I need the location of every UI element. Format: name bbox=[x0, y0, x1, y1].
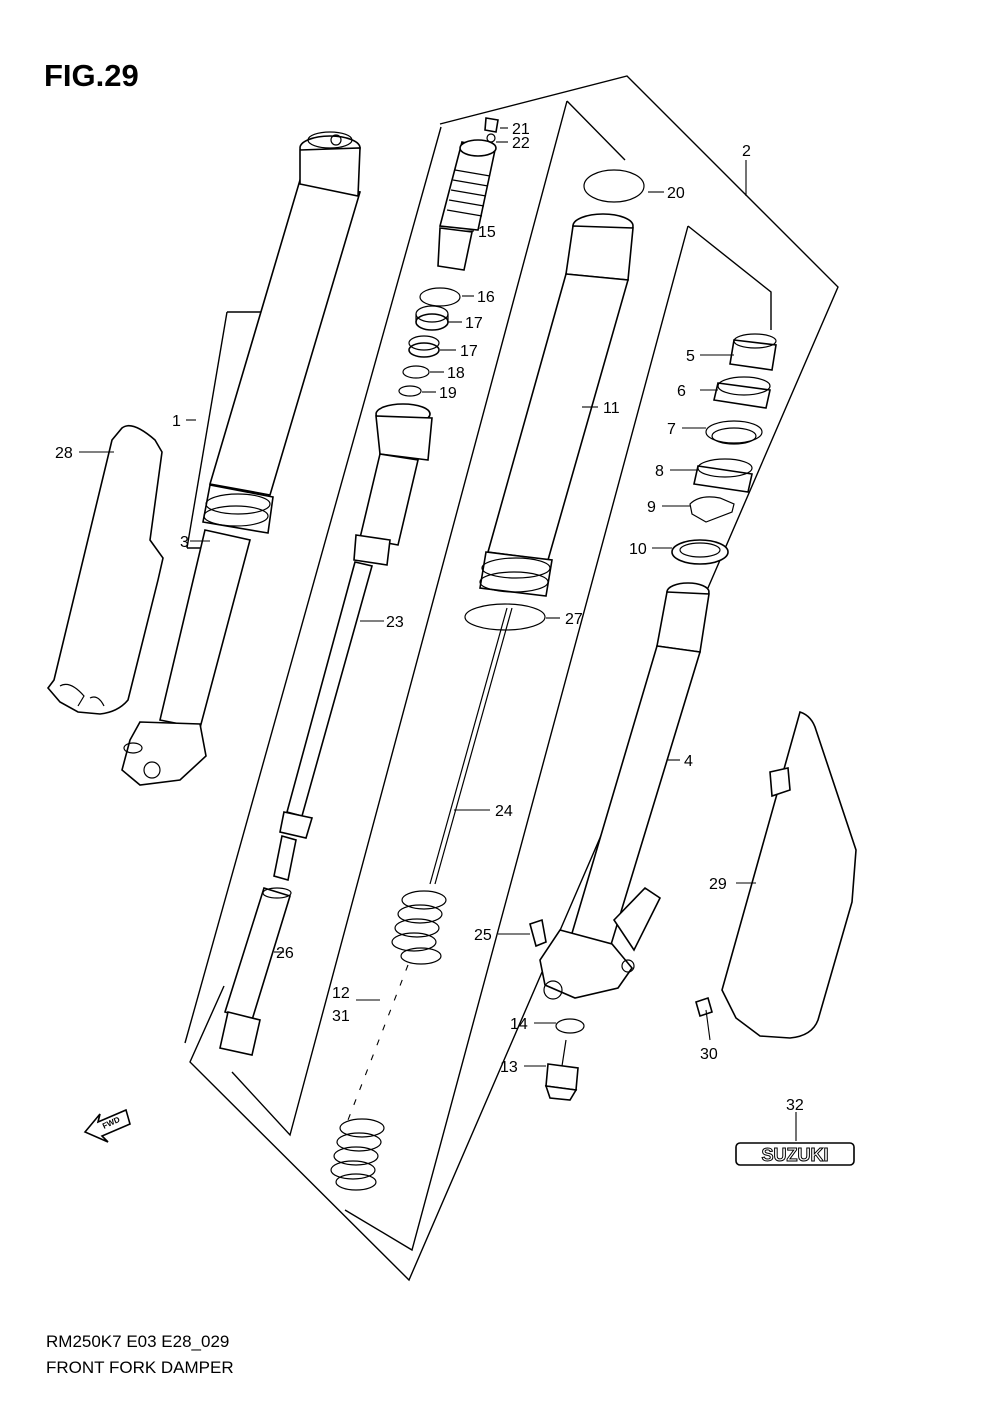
callout-16: 16 bbox=[477, 289, 495, 306]
cartridge-valve-assembly bbox=[437, 117, 499, 271]
callout-3: 3 bbox=[180, 534, 189, 551]
diagram-name: FRONT FORK DAMPER bbox=[46, 1358, 234, 1377]
callout-15: 15 bbox=[478, 224, 496, 241]
o-ring-14 bbox=[555, 1018, 585, 1034]
callout-9: 9 bbox=[647, 499, 656, 516]
callout-17b: 17 bbox=[460, 343, 478, 360]
inner-tube bbox=[479, 213, 634, 597]
callout-14: 14 bbox=[510, 1016, 528, 1033]
suzuki-label: SUZUKI bbox=[762, 1145, 829, 1165]
callout-17a: 17 bbox=[465, 315, 483, 332]
callout-31: 31 bbox=[332, 1008, 350, 1025]
o-ring-20 bbox=[583, 169, 645, 203]
lower-leg-4 bbox=[539, 582, 710, 1000]
callout-19: 19 bbox=[439, 385, 457, 402]
callout-32: 32 bbox=[786, 1097, 804, 1114]
fork-guard-left bbox=[46, 424, 164, 715]
spring-lower bbox=[330, 1118, 385, 1191]
outer-tube-assembly bbox=[121, 131, 362, 786]
callout-23: 23 bbox=[386, 614, 404, 631]
callout-21: 21 bbox=[512, 121, 530, 138]
callout-30: 30 bbox=[700, 1046, 718, 1063]
callout-1: 1 bbox=[172, 413, 181, 430]
callout-labels: 1 2 3 4 5 6 7 8 9 10 11 12 31 13 14 15 1… bbox=[55, 121, 804, 1114]
callout-8: 8 bbox=[655, 463, 664, 480]
spring-guide-lines bbox=[347, 964, 409, 1121]
callout-11: 11 bbox=[603, 400, 620, 417]
callout-27: 27 bbox=[565, 611, 583, 628]
callout-26: 26 bbox=[276, 945, 294, 962]
callout-5: 5 bbox=[686, 348, 695, 365]
figure-title: FIG.29 bbox=[44, 58, 139, 93]
callout-24: 24 bbox=[495, 803, 513, 820]
callout-12: 12 bbox=[332, 985, 350, 1002]
callout-18: 18 bbox=[447, 365, 465, 382]
callout-10: 10 bbox=[629, 541, 647, 558]
callout-22: 22 bbox=[512, 135, 530, 152]
callout-7: 7 bbox=[667, 421, 676, 438]
bolt-30 bbox=[695, 996, 713, 1018]
washers-16-19 bbox=[398, 287, 461, 397]
callout-28: 28 bbox=[55, 445, 73, 462]
fwd-arrow-icon: FWD bbox=[83, 1108, 131, 1143]
assembly-frame-inner bbox=[231, 100, 772, 1252]
callout-20: 20 bbox=[667, 185, 685, 202]
leader-lines bbox=[79, 127, 797, 1141]
callout-29: 29 bbox=[709, 876, 727, 893]
callout-2: 2 bbox=[742, 143, 751, 160]
bushings-5-10 bbox=[671, 333, 777, 565]
valve-13 bbox=[544, 1039, 579, 1101]
callout-13: 13 bbox=[500, 1059, 518, 1076]
damper-cylinder bbox=[219, 403, 433, 1056]
suzuki-emblem: SUZUKI bbox=[735, 1142, 855, 1166]
callout-25: 25 bbox=[474, 927, 492, 944]
callout-6: 6 bbox=[677, 383, 686, 400]
callout-4: 4 bbox=[684, 753, 693, 770]
push-rod-24 bbox=[429, 607, 513, 885]
spring-upper bbox=[391, 890, 447, 965]
bolt-25 bbox=[529, 918, 547, 948]
fork-guard-right bbox=[721, 710, 857, 1039]
diagram-code: RM250K7 E03 E28_029 bbox=[46, 1332, 230, 1351]
o-ring-27 bbox=[464, 603, 546, 631]
